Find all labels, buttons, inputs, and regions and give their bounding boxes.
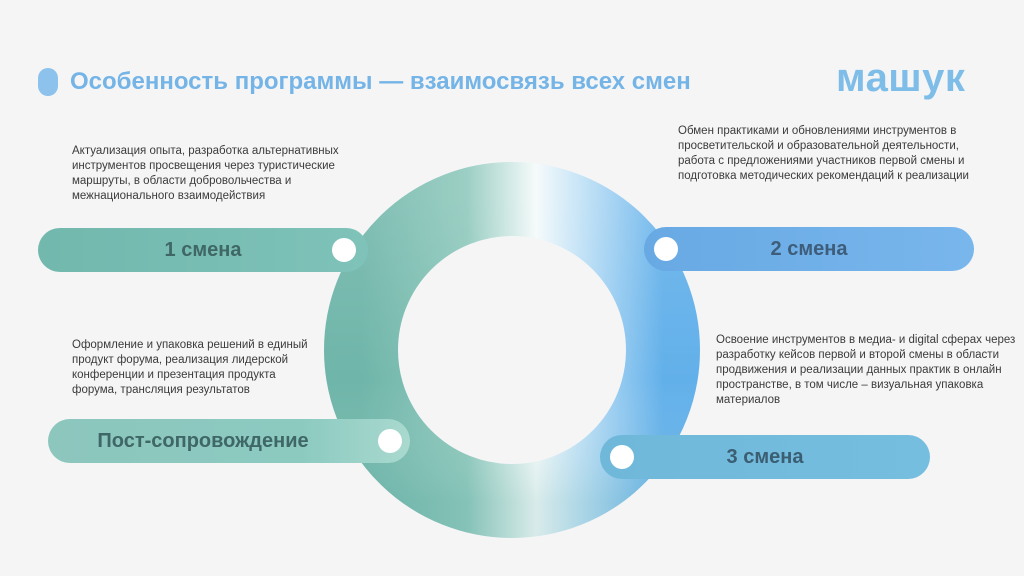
stage-1-dot-icon bbox=[332, 238, 356, 262]
stage-1-pill: 1 смена bbox=[38, 228, 368, 272]
stage-2-pill: 2 смена bbox=[644, 227, 974, 271]
stage-post-label: Пост-сопровождение bbox=[97, 429, 309, 452]
cycle-ring bbox=[324, 162, 700, 538]
stage-3-pill: 3 смена bbox=[600, 435, 930, 479]
stage-3-dot-icon bbox=[610, 445, 634, 469]
stage-post-description: Оформление и упаковка решений в единый п… bbox=[72, 339, 308, 396]
title-row: Особенность программы — взаимосвязь всех… bbox=[38, 64, 691, 100]
page-title: Особенность программы — взаимосвязь всех… bbox=[70, 68, 691, 95]
stage-1-description: Актуализация опыта, разработка альтернат… bbox=[72, 145, 339, 202]
stage-2-label: 2 смена bbox=[770, 237, 848, 260]
logo: машук bbox=[836, 56, 966, 100]
stage-post-dot-icon bbox=[378, 429, 402, 453]
title-bullet-icon bbox=[38, 68, 58, 96]
stage-1-label: 1 смена bbox=[164, 238, 242, 261]
stage-3-description: Освоение инструментов в медиа- и digital… bbox=[716, 334, 1016, 406]
stage-3-label: 3 смена bbox=[726, 445, 804, 468]
stage-2-description: Обмен практиками и обновлениями инструме… bbox=[678, 125, 969, 182]
stage-post-pill: Пост-сопровождение bbox=[48, 419, 410, 463]
stage-2-dot-icon bbox=[654, 237, 678, 261]
